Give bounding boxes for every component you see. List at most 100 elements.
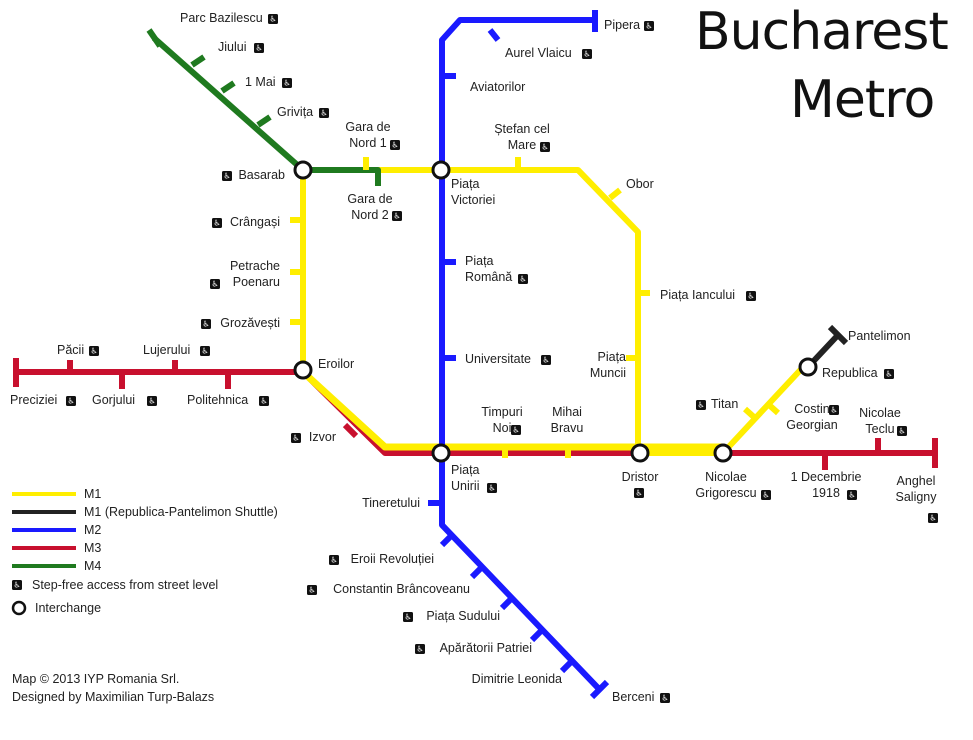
svg-text:♿: ♿ xyxy=(697,401,704,410)
svg-text:♿: ♿ xyxy=(541,143,548,152)
wheelchair-icon: ♿ xyxy=(201,319,211,329)
terminus-berceni xyxy=(589,679,610,700)
wheelchair-icon: ♿ xyxy=(282,78,292,88)
station-labels: Parc Bazilescu ♿ Jiului ♿ 1 Mai ♿ Grivița ♿ Basa… xyxy=(10,11,938,704)
station-1-mai[interactable]: 1 Mai xyxy=(245,75,276,89)
wheelchair-icon: ♿ xyxy=(746,291,756,301)
wheelchair-icon: ♿ xyxy=(89,346,99,356)
svg-text:♿: ♿ xyxy=(330,556,337,565)
wheelchair-icon: ♿ xyxy=(259,396,269,406)
svg-text:♿: ♿ xyxy=(320,109,327,118)
station-izvor[interactable]: Izvor xyxy=(309,430,336,444)
station-pipera[interactable]: Pipera xyxy=(604,18,640,32)
station-constantin-brancoveanu[interactable]: Constantin Brâncoveanu xyxy=(333,582,470,596)
svg-text:♿: ♿ xyxy=(583,50,590,59)
station-universitate[interactable]: Universitate xyxy=(465,352,531,366)
svg-text:♿: ♿ xyxy=(830,406,837,415)
station-preciziei[interactable]: Preciziei xyxy=(10,393,57,407)
svg-text:♿: ♿ xyxy=(260,397,267,406)
wheelchair-icon: ♿ xyxy=(329,555,339,565)
wheelchair-icon: ♿ xyxy=(518,274,528,284)
station-politehnica[interactable]: Politehnica xyxy=(187,393,248,407)
wheelchair-icon: ♿ xyxy=(200,346,210,356)
station-eroii-revolutiei[interactable]: Eroii Revoluției xyxy=(351,552,434,566)
wheelchair-icon: ♿ xyxy=(660,693,670,703)
wheelchair-icon: ♿ xyxy=(928,513,938,523)
svg-text:♿: ♿ xyxy=(213,219,220,228)
station-crangasi[interactable]: Crângași xyxy=(230,215,280,229)
station-jiului[interactable]: Jiului xyxy=(218,40,247,54)
svg-text:♿: ♿ xyxy=(404,613,411,622)
station-piata-sudului[interactable]: Piața Sudului xyxy=(426,609,500,623)
svg-text:♿: ♿ xyxy=(201,347,208,356)
wheelchair-icon: ♿ xyxy=(403,612,413,622)
svg-text:♿: ♿ xyxy=(67,397,74,406)
wheelchair-icon: ♿ xyxy=(268,14,278,24)
station-dristor[interactable]: Dristor xyxy=(622,470,659,484)
svg-text:♿: ♿ xyxy=(292,434,299,443)
wheelchair-icon: ♿ xyxy=(582,49,592,59)
m1-track xyxy=(303,167,808,456)
station-tineretului[interactable]: Tineretului xyxy=(362,496,420,510)
station-parc-bazilescu[interactable]: Parc Bazilescu xyxy=(180,11,263,25)
interchange-piata-unirii xyxy=(431,443,451,463)
tick-aurel-vlaicu xyxy=(487,28,501,42)
svg-text:♿: ♿ xyxy=(488,484,495,493)
station-grivita[interactable]: Grivița xyxy=(277,105,313,119)
station-piata-iancului[interactable]: Piața Iancului xyxy=(660,288,735,302)
station-republica[interactable]: Republica xyxy=(822,366,878,380)
legend-label-m1: M1 xyxy=(84,487,101,501)
station-obor[interactable]: Obor xyxy=(626,177,654,191)
svg-text:♿: ♿ xyxy=(90,347,97,356)
legend-interchange: Interchange xyxy=(35,601,101,615)
interchange-basarab xyxy=(293,160,313,180)
tick-leonida xyxy=(559,658,575,674)
m4-track xyxy=(152,35,381,186)
station-basarab[interactable]: Basarab xyxy=(238,168,285,182)
wheelchair-icon: ♿ xyxy=(210,279,220,289)
wheelchair-icon: ♿ xyxy=(541,355,551,365)
tick-titan xyxy=(742,406,758,421)
wheelchair-icon: ♿ xyxy=(66,396,76,406)
svg-text:♿: ♿ xyxy=(762,491,769,500)
station-aviatorilor[interactable]: Aviatorilor xyxy=(470,80,525,94)
svg-text:♿: ♿ xyxy=(416,645,423,654)
wheelchair-icon: ♿ xyxy=(212,218,222,228)
wheelchair-icon: ♿ xyxy=(254,43,264,53)
station-berceni[interactable]: Berceni xyxy=(612,690,654,704)
station-dimitrie-leonida[interactable]: Dimitrie Leonida xyxy=(472,672,562,686)
svg-text:♿: ♿ xyxy=(202,320,209,329)
station-eroilor[interactable]: Eroilor xyxy=(318,357,354,371)
station-aparatorii-patriei[interactable]: Apărătorii Patriei xyxy=(440,641,532,655)
wheelchair-icon: ♿ xyxy=(696,400,706,410)
station-gorjului[interactable]: Gorjului xyxy=(92,393,135,407)
interchange-piata-victoriei xyxy=(431,160,451,180)
station-grozavesti[interactable]: Grozăvești xyxy=(220,316,280,330)
svg-text:♿: ♿ xyxy=(848,491,855,500)
tracks xyxy=(16,17,935,693)
interchange-eroilor xyxy=(293,360,313,380)
svg-text:♿: ♿ xyxy=(929,514,936,523)
station-aurel-vlaicu[interactable]: Aurel Vlaicu xyxy=(505,46,572,60)
station-lujerului[interactable]: Lujerului xyxy=(143,343,190,357)
svg-text:♿: ♿ xyxy=(898,427,905,436)
station-titan[interactable]: Titan xyxy=(711,397,738,411)
station-pacii[interactable]: Păcii xyxy=(57,343,84,357)
svg-text:♿: ♿ xyxy=(13,581,20,590)
station-pantelimon[interactable]: Pantelimon xyxy=(848,329,911,343)
